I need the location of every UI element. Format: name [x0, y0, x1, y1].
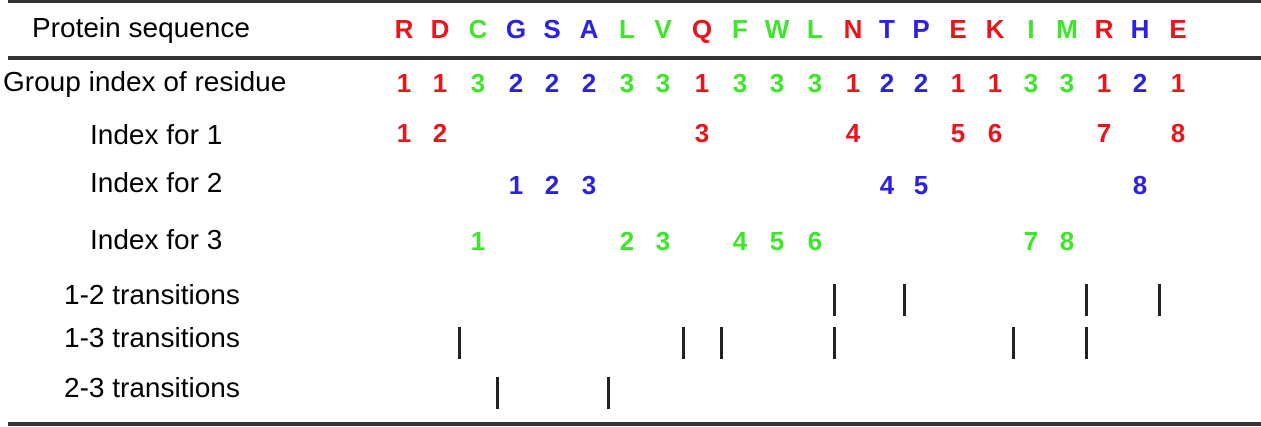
- residue-group-index: 3: [807, 68, 823, 98]
- residue-letter: I: [1027, 14, 1035, 44]
- residue-group-index: 2: [879, 68, 895, 98]
- residue-group-index: 1: [950, 68, 966, 98]
- residue-group-index: 1: [432, 68, 448, 98]
- group-2-index: 1: [508, 170, 524, 200]
- residue-group-index: 2: [544, 68, 560, 98]
- top-rule: [8, 0, 1261, 3]
- residue-letter: A: [579, 14, 599, 44]
- residue-group-index: 1: [694, 68, 710, 98]
- residue-letter: R: [1094, 14, 1114, 44]
- residue-letter: E: [1169, 14, 1187, 44]
- group-3-index: 6: [807, 226, 823, 256]
- residue-letter: T: [879, 14, 895, 44]
- transition-mark-1-3: [833, 327, 836, 359]
- group-1-index: 8: [1170, 118, 1186, 148]
- residue-group-index: 3: [619, 68, 635, 98]
- residue-letter: S: [543, 14, 561, 44]
- transition-mark-1-3: [1085, 327, 1088, 359]
- transition-mark-2-3: [496, 377, 499, 409]
- group-3-index: 1: [470, 226, 486, 256]
- group-2-index: 5: [913, 170, 929, 200]
- transition-mark-1-2: [903, 284, 906, 316]
- row-label-index-2: Index for 2: [90, 167, 223, 198]
- transition-mark-1-2: [1158, 284, 1161, 316]
- group-1-index: 2: [432, 118, 448, 148]
- row-label-group-index: Group index of residue: [3, 66, 287, 97]
- group-3-index: 8: [1059, 226, 1075, 256]
- residue-letter: E: [949, 14, 967, 44]
- residue-group-index: 1: [396, 68, 412, 98]
- residue-letter: P: [912, 14, 930, 44]
- group-1-index: 5: [950, 118, 966, 148]
- group-1-index: 6: [987, 118, 1003, 148]
- row-label-transitions-1-3: 1-3 transitions: [64, 322, 240, 353]
- group-2-index: 4: [879, 170, 895, 200]
- residue-letter: Q: [691, 14, 713, 44]
- transition-mark-1-2: [833, 284, 836, 316]
- row-label-index-1: Index for 1: [90, 119, 223, 150]
- residue-group-index: 2: [913, 68, 929, 98]
- group-3-index: 2: [619, 226, 635, 256]
- transition-mark-1-3: [720, 327, 723, 359]
- residue-letter: H: [1130, 14, 1150, 44]
- group-3-index: 5: [769, 226, 785, 256]
- residue-group-index: 1: [987, 68, 1003, 98]
- residue-letter: R: [394, 14, 414, 44]
- residue-group-index: 3: [655, 68, 671, 98]
- residue-letter: K: [985, 14, 1005, 44]
- header-rule: [8, 56, 1261, 60]
- residue-letter: D: [430, 14, 450, 44]
- residue-group-index: 1: [1170, 68, 1186, 98]
- residue-group-index: 3: [1059, 68, 1075, 98]
- group-3-index: 7: [1023, 226, 1039, 256]
- group-2-index: 3: [581, 170, 597, 200]
- residue-group-index: 2: [508, 68, 524, 98]
- residue-group-index: 2: [581, 68, 597, 98]
- group-1-index: 1: [396, 118, 412, 148]
- residue-letter: L: [807, 14, 823, 44]
- residue-letter: W: [764, 14, 790, 44]
- row-label-sequence: Protein sequence: [32, 12, 250, 43]
- residue-letter: N: [843, 14, 863, 44]
- residue-letter: M: [1056, 14, 1078, 44]
- group-3-index: 4: [732, 226, 748, 256]
- residue-group-index: 3: [732, 68, 748, 98]
- group-3-index: 3: [655, 226, 671, 256]
- bottom-rule: [8, 422, 1261, 426]
- transition-mark-1-3: [682, 327, 685, 359]
- transition-mark-1-3: [458, 327, 461, 359]
- transition-mark-1-2: [1085, 284, 1088, 316]
- row-label-transitions-2-3: 2-3 transitions: [64, 372, 240, 403]
- residue-group-index: 2: [1132, 68, 1148, 98]
- group-2-index: 2: [544, 170, 560, 200]
- residue-letter: V: [654, 14, 672, 44]
- residue-group-index: 1: [1096, 68, 1112, 98]
- residue-group-index: 3: [769, 68, 785, 98]
- row-label-index-3: Index for 3: [90, 224, 223, 255]
- group-1-index: 3: [694, 118, 710, 148]
- residue-group-index: 3: [470, 68, 486, 98]
- residue-letter: G: [505, 14, 527, 44]
- residue-letter: C: [468, 14, 488, 44]
- group-2-index: 8: [1132, 170, 1148, 200]
- residue-letter: F: [732, 14, 748, 44]
- transition-mark-2-3: [607, 377, 610, 409]
- group-1-index: 4: [845, 118, 861, 148]
- row-label-transitions-1-2: 1-2 transitions: [64, 279, 240, 310]
- residue-group-index: 1: [845, 68, 861, 98]
- residue-letter: L: [619, 14, 635, 44]
- transition-mark-1-3: [1012, 327, 1015, 359]
- group-1-index: 7: [1096, 118, 1112, 148]
- residue-group-index: 3: [1023, 68, 1039, 98]
